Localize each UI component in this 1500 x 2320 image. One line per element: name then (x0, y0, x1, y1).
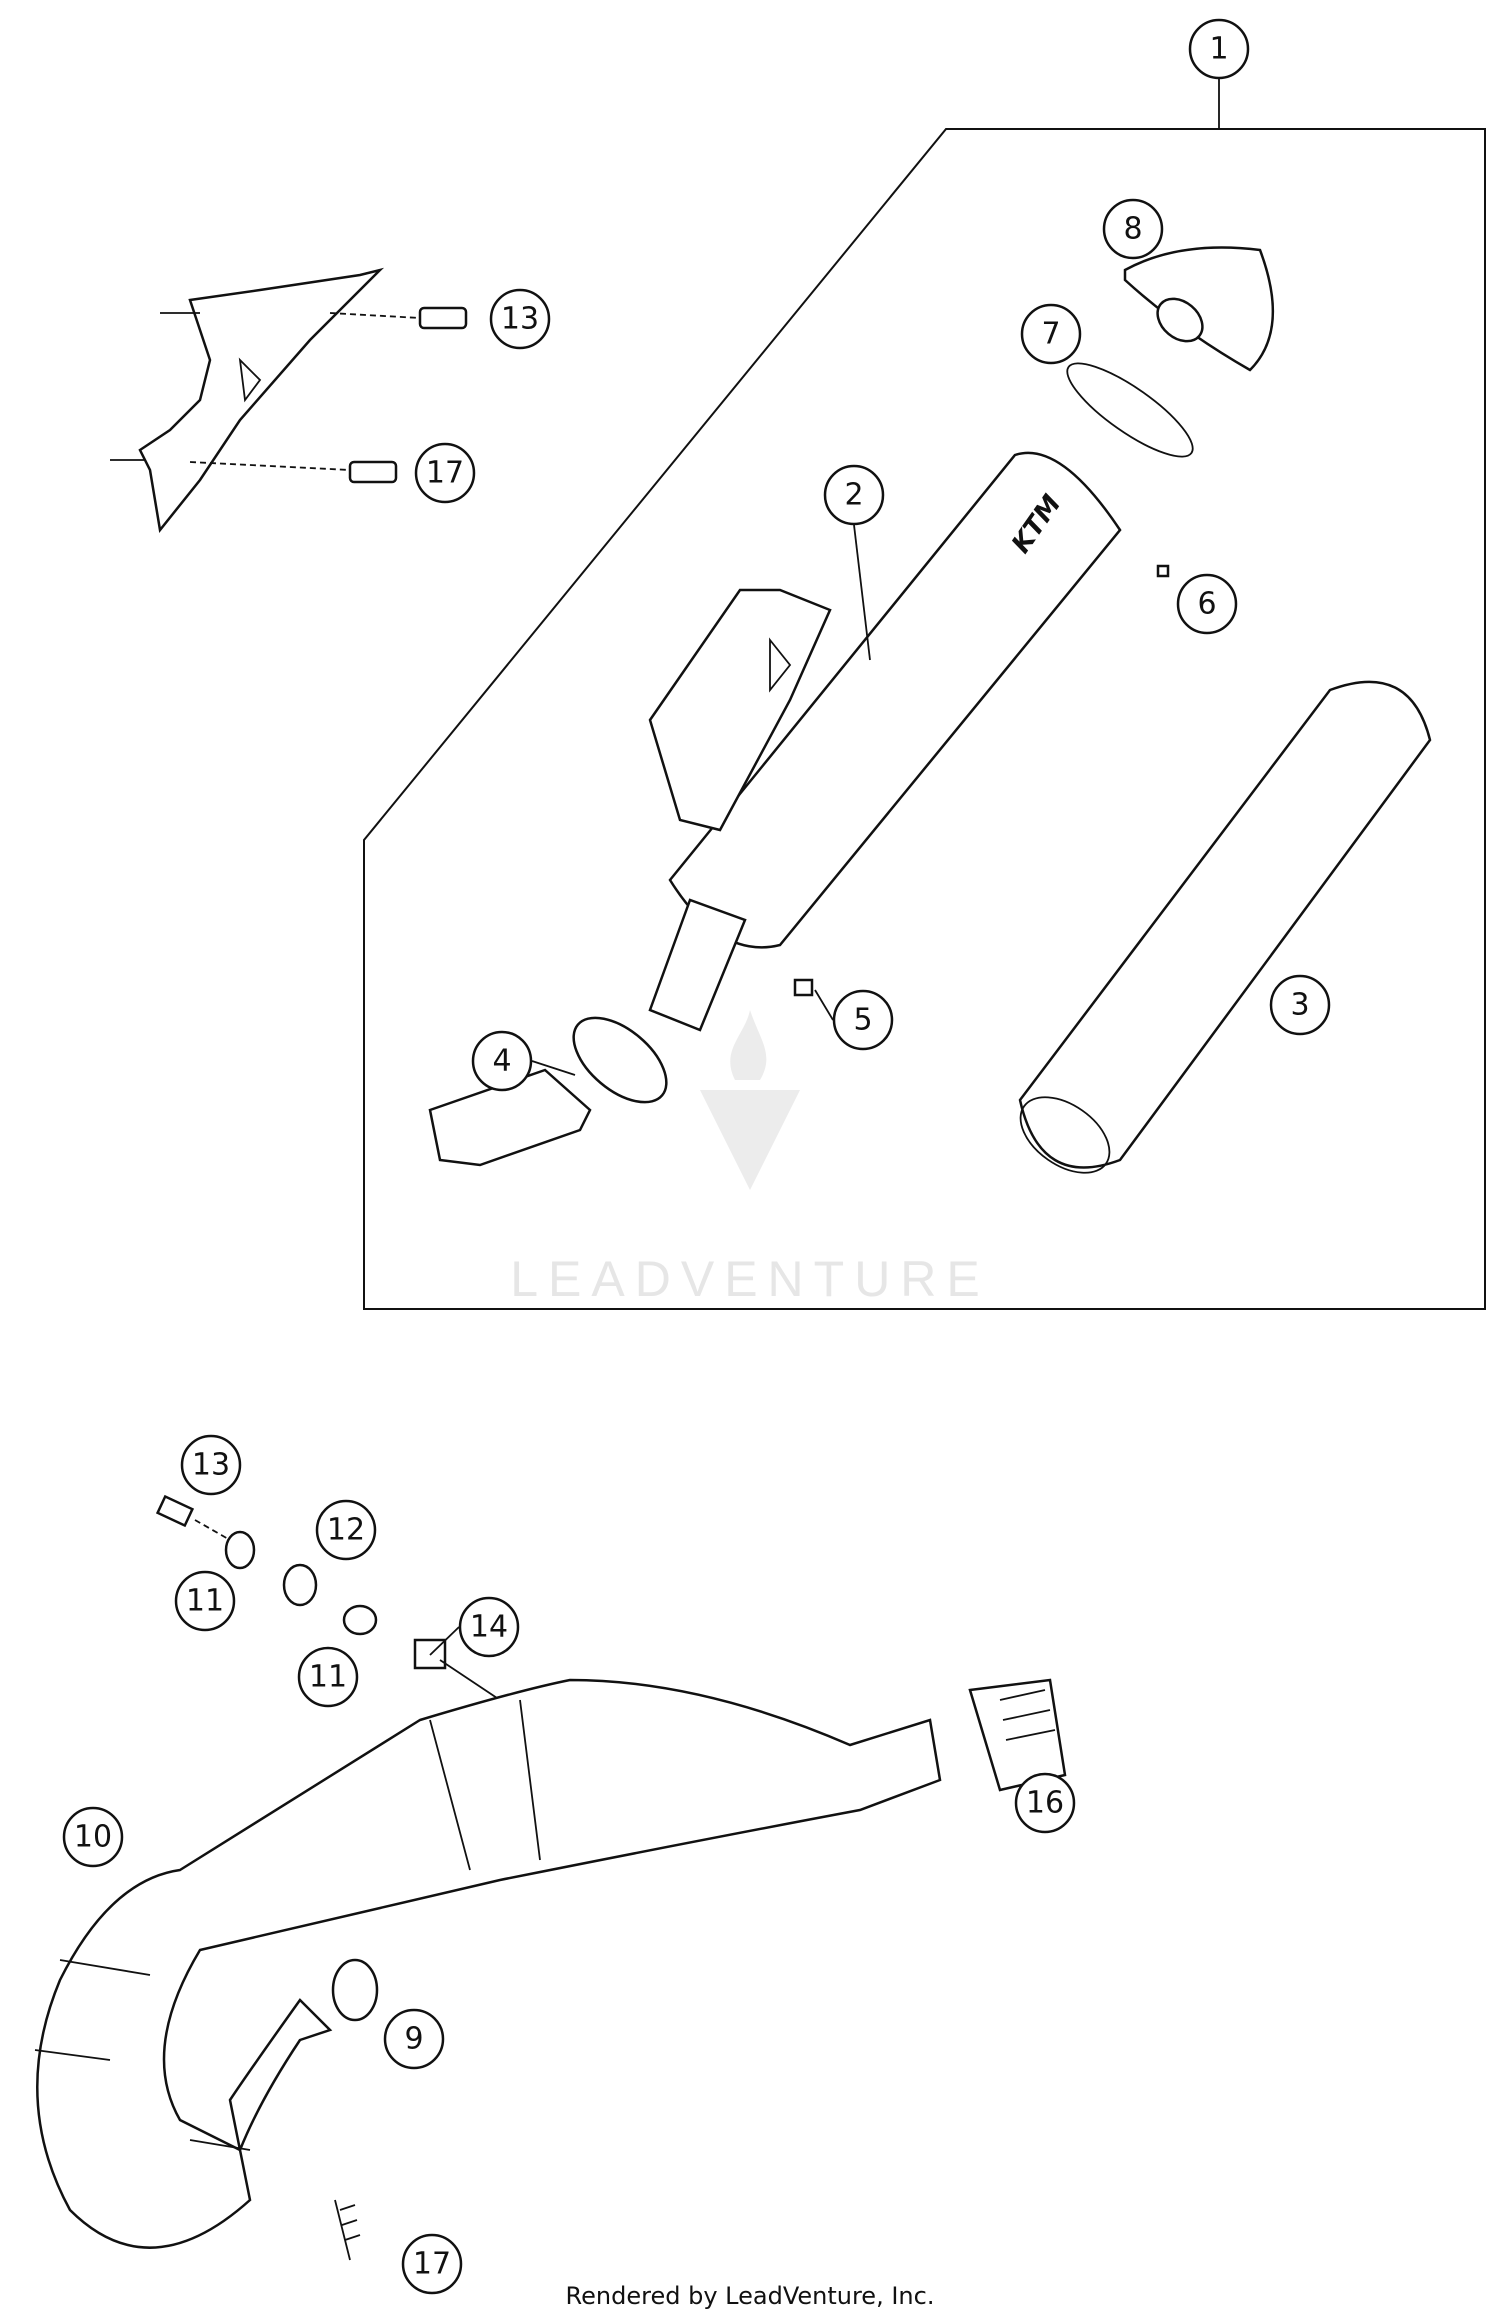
callout-number[interactable]: 17 (426, 456, 464, 491)
callout-circle[interactable] (174, 1570, 236, 1632)
callout-number[interactable]: 14 (470, 1610, 508, 1645)
callout-3[interactable]: 3 (1269, 974, 1331, 1036)
callout-circle[interactable] (315, 1499, 377, 1561)
end-cap-part (793, 246, 1275, 997)
bracket-part (110, 267, 468, 533)
callout-14[interactable]: 14 (458, 1596, 520, 1658)
callout-17[interactable]: 17 (401, 2233, 463, 2295)
callout-number[interactable]: 16 (1026, 1786, 1064, 1821)
callout-5[interactable]: 5 (832, 989, 894, 1051)
watermark-text: LEADVENTURE (510, 1251, 990, 1307)
callout-number[interactable]: 13 (192, 1448, 230, 1483)
callout-circle[interactable] (1176, 573, 1238, 635)
callout-circle[interactable] (62, 1806, 124, 1868)
leader-line (531, 1060, 576, 1076)
callout-circle[interactable] (401, 2233, 463, 2295)
callout-number[interactable]: 7 (1041, 317, 1060, 352)
callout-circle[interactable] (414, 442, 476, 504)
callout-circle[interactable] (832, 989, 894, 1051)
callout-16[interactable]: 16 (1014, 1772, 1076, 1834)
callout-9[interactable]: 9 (383, 2008, 445, 2070)
callout-13[interactable]: 13 (489, 288, 551, 350)
callout-1[interactable]: 1 (1188, 18, 1250, 80)
callout-6[interactable]: 6 (1176, 573, 1238, 635)
callout-12[interactable]: 12 (315, 1499, 377, 1561)
callout-circle[interactable] (297, 1646, 359, 1708)
callout-number[interactable]: 12 (327, 1513, 365, 1548)
callout-circle[interactable] (1020, 303, 1082, 365)
callout-number[interactable]: 9 (404, 2022, 423, 2057)
assembly-1-outline (363, 128, 1486, 1310)
callout-number[interactable]: 11 (186, 1584, 224, 1619)
callout-10[interactable]: 10 (62, 1806, 124, 1868)
footer-credit: Rendered by LeadVenture, Inc. (565, 2282, 935, 2310)
callout-4[interactable]: 4 (471, 1030, 533, 1092)
hardware-parts (155, 1494, 1067, 2261)
expansion-chamber-part (34, 1678, 942, 2249)
callout-circle[interactable] (489, 288, 551, 350)
callout-number[interactable]: 10 (74, 1820, 112, 1855)
callout-number[interactable]: 5 (853, 1003, 872, 1038)
callout-2[interactable]: 2 (823, 464, 885, 526)
callout-number[interactable]: 1 (1209, 32, 1228, 67)
callout-number[interactable]: 11 (309, 1660, 347, 1695)
callout-circle[interactable] (1269, 974, 1331, 1036)
callout-number[interactable]: 8 (1123, 212, 1142, 247)
callout-circle[interactable] (1014, 1772, 1076, 1834)
callout-8[interactable]: 8 (1102, 198, 1164, 260)
callout-circle[interactable] (458, 1596, 520, 1658)
muffler-sleeve-part (1018, 680, 1432, 1174)
callout-layer: 1 8 7 13 17 2 6 3 5 4 13 12 11 14 11 10 16 9 17 (62, 18, 1331, 2295)
callout-circle[interactable] (383, 2008, 445, 2070)
callout-number[interactable]: 17 (413, 2247, 451, 2282)
callout-11[interactable]: 11 (174, 1570, 236, 1632)
callout-number[interactable]: 13 (501, 302, 539, 337)
callout-17[interactable]: 17 (414, 442, 476, 504)
callout-circle[interactable] (180, 1434, 242, 1496)
leader-line (814, 989, 834, 1021)
callout-number[interactable]: 2 (844, 478, 863, 513)
callout-circle[interactable] (471, 1030, 533, 1092)
callout-11[interactable]: 11 (297, 1646, 359, 1708)
callout-number[interactable]: 3 (1290, 988, 1309, 1023)
watermark-logo-icon (700, 1010, 800, 1190)
callout-number[interactable]: 6 (1197, 587, 1216, 622)
leader-line (853, 524, 871, 661)
silencer-part: KTM (428, 451, 1122, 1167)
callout-13[interactable]: 13 (180, 1434, 242, 1496)
callout-circle[interactable] (1188, 18, 1250, 80)
callout-number[interactable]: 4 (492, 1044, 511, 1079)
callout-circle[interactable] (823, 464, 885, 526)
callout-circle[interactable] (1102, 198, 1164, 260)
leader-line (429, 1626, 460, 1656)
callout-7[interactable]: 7 (1020, 303, 1082, 365)
